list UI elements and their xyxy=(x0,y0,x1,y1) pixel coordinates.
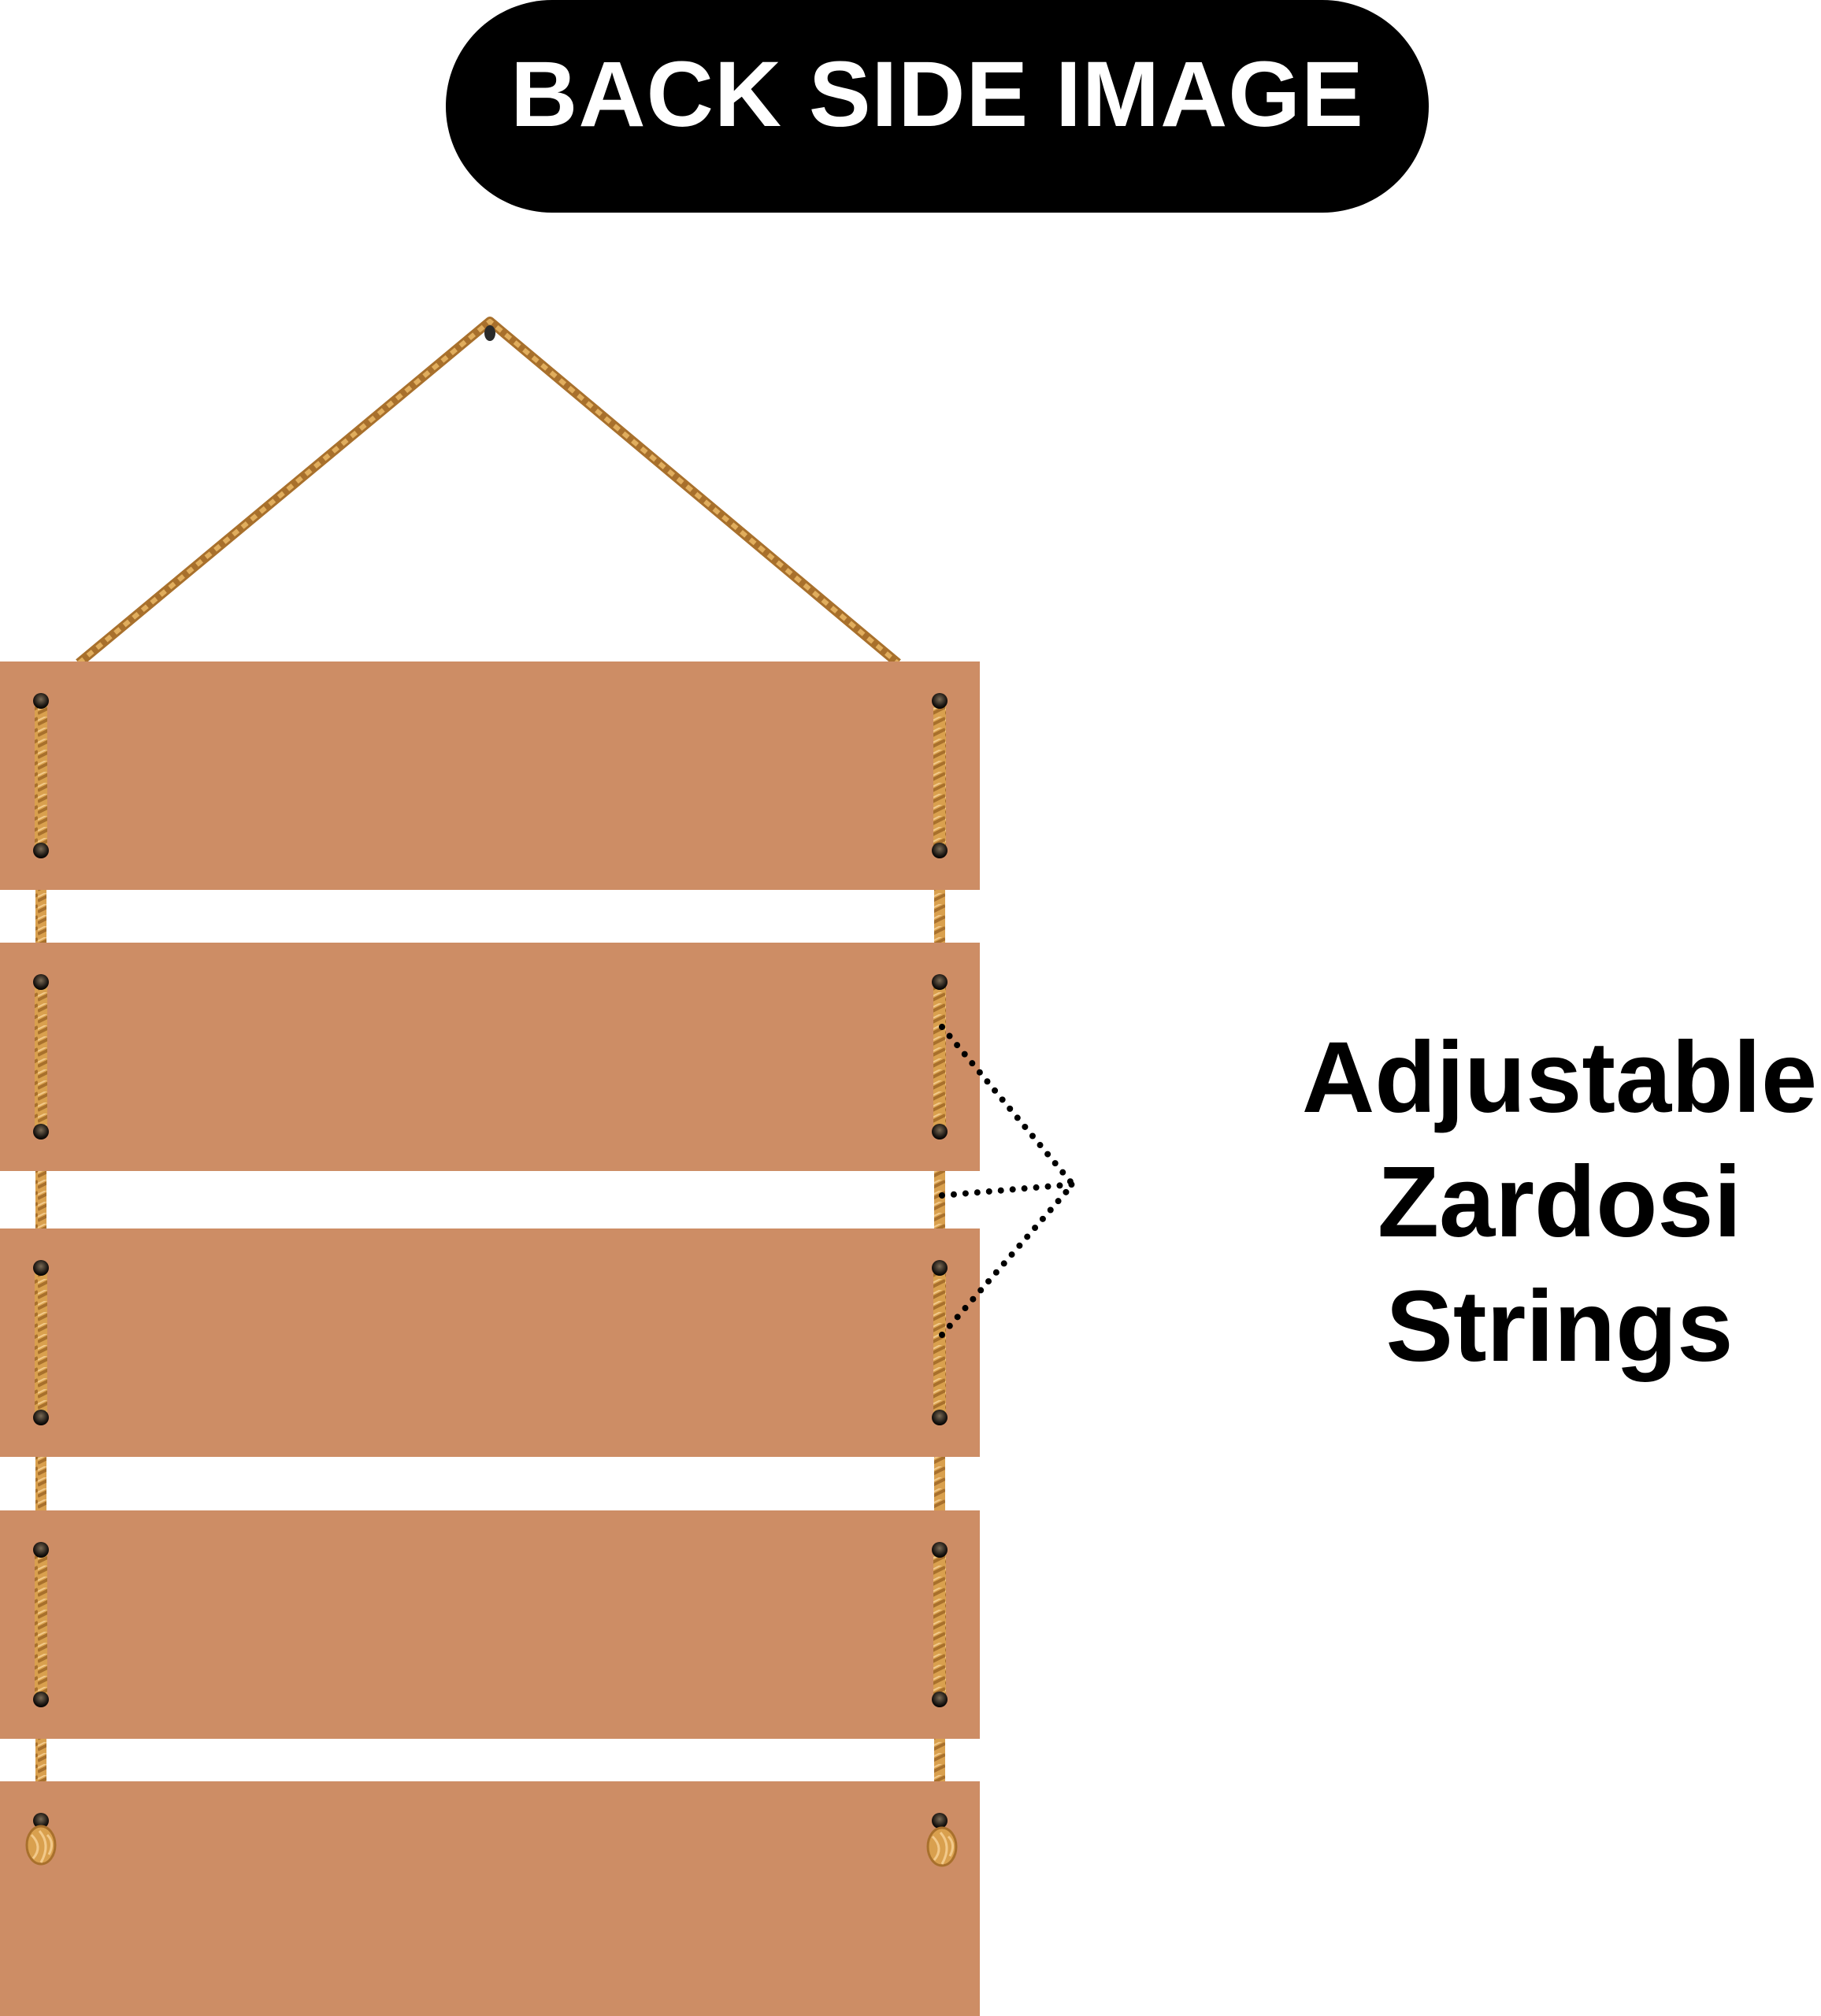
plank-5 xyxy=(0,1781,980,2016)
label-line-1: Adjustable xyxy=(1301,1021,1818,1134)
nail-icon xyxy=(484,325,495,341)
adjustable-zardosi-strings-label: Adjustable Zardosi Strings xyxy=(1292,1016,1821,1389)
label-line-3: Strings xyxy=(1385,1270,1734,1383)
rope-knot-icon xyxy=(25,1825,57,1866)
back-side-banner: BACK SIDE IMAGE xyxy=(446,0,1429,213)
plank-1 xyxy=(0,662,980,890)
plank-2 xyxy=(0,943,980,1171)
label-line-2: Zardosi xyxy=(1377,1146,1742,1258)
callout-dotted-lines xyxy=(939,1024,1076,1338)
rope-knot-icon xyxy=(926,1826,958,1867)
plank-3 xyxy=(0,1228,980,1457)
hanging-rope xyxy=(76,317,901,667)
plank-4 xyxy=(0,1510,980,1739)
connecting-ropes xyxy=(35,888,945,1783)
banner-title: BACK SIDE IMAGE xyxy=(510,43,1364,146)
